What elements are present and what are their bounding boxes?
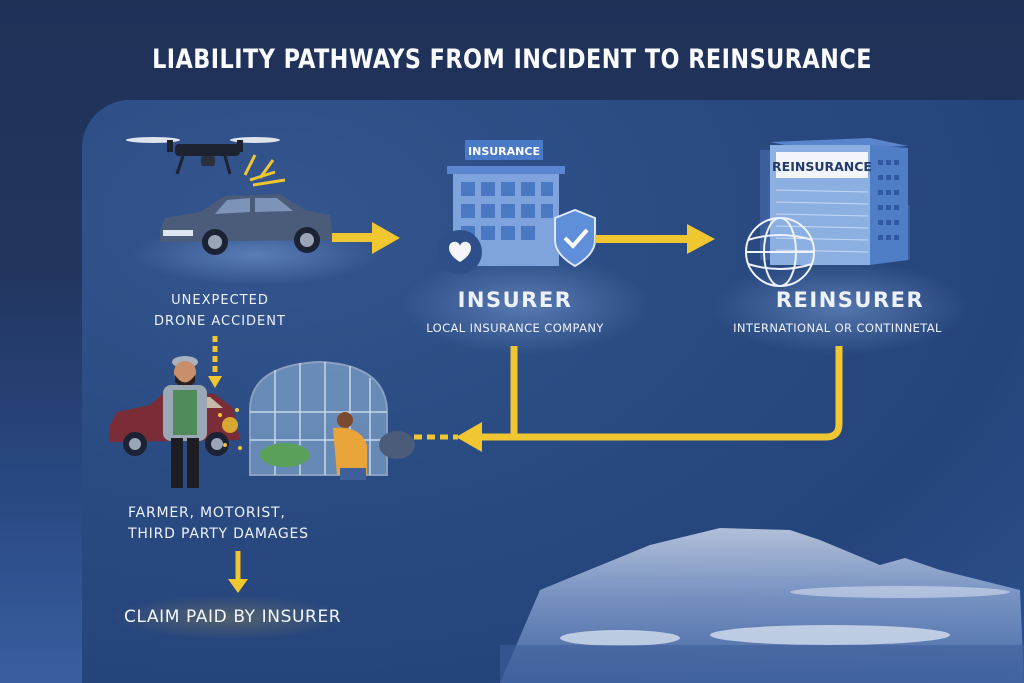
diagram-title: LIABILITY PATHWAYS FROM INCIDENT TO REIN… (152, 44, 872, 75)
damages-label: FARMER, MOTORIST, THIRD PARTY DAMAGES (128, 503, 358, 545)
incident-label: UNEXPECTED DRONE ACCIDENT (140, 290, 300, 332)
globe-icon (745, 217, 815, 287)
shield-check-icon (554, 208, 596, 268)
mountain-background (500, 480, 1024, 683)
heart-hands-icon (438, 230, 482, 274)
reinsurer-subtitle: INTERNATIONAL OR CONTINNETAL (733, 321, 942, 335)
arrowhead-to-damages (456, 422, 482, 452)
damages-label-line2: THIRD PARTY DAMAGES (128, 526, 309, 542)
insurer-subtitle: LOCAL INSURANCE COMPANY (426, 321, 604, 335)
reinsurer-illustration: REINSURANCE (745, 138, 910, 287)
damages-illustration (110, 356, 415, 488)
reinsurer-glow (710, 260, 970, 355)
return-paths (414, 346, 843, 452)
arrow-damages-to-claim (228, 551, 248, 593)
arrow-insurer-to-reinsurer (595, 224, 715, 254)
mountain-icon (500, 528, 1024, 683)
path-reinsurer-back (480, 346, 843, 441)
incident-illustration (126, 137, 333, 255)
claim-glow (110, 595, 350, 640)
damages-label-line1: FARMER, MOTORIST, (128, 505, 286, 521)
impact-burst-icon (243, 154, 286, 187)
incident-label-line1: UNEXPECTED (171, 293, 269, 308)
impact-sparks-icon (218, 408, 242, 450)
people-icon (333, 412, 415, 480)
tower-building-icon: REINSURANCE (760, 138, 910, 265)
insurer-illustration: INSURANCE (438, 140, 596, 274)
reinsurer-title: REINSURER (775, 288, 925, 312)
claim-label: CLAIM PAID BY INSURER (124, 607, 342, 627)
reinsurer-sign-text: REINSURANCE (772, 159, 872, 174)
insurer-sign-text: INSURANCE (468, 145, 540, 158)
drone-icon (126, 137, 280, 175)
car-icon (160, 194, 333, 255)
farmer-icon (163, 356, 207, 488)
insurer-glow (400, 255, 650, 355)
insurer-title: INSURER (457, 288, 573, 312)
arrow-incident-to-damages (208, 336, 222, 388)
arrow-incident-to-insurer (332, 222, 400, 254)
incident-label-line2: DRONE ACCIDENT (154, 314, 286, 329)
